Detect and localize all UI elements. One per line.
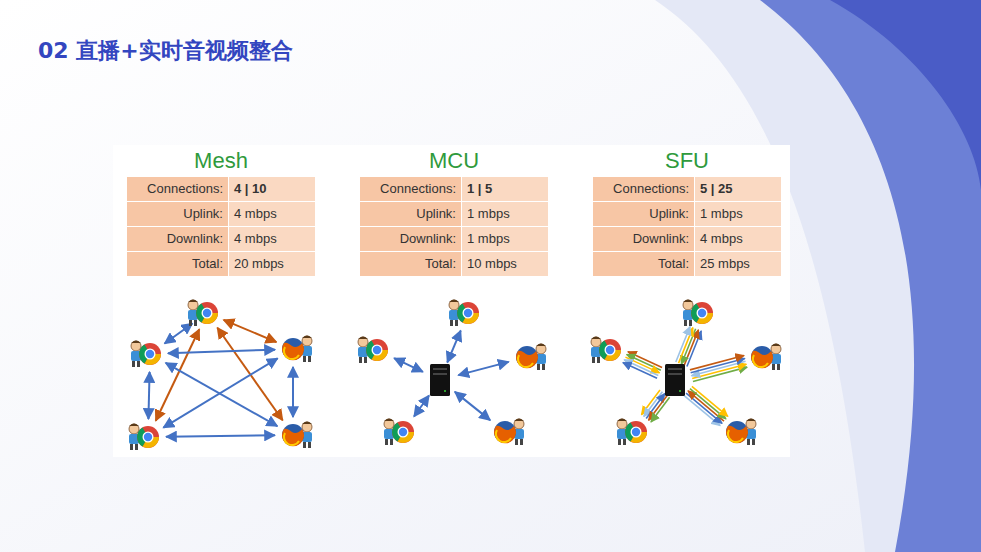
table-label: Downlink: [360, 227, 461, 251]
arrow-line [292, 367, 294, 417]
client [449, 300, 479, 327]
table-value: 1 mbps [462, 202, 548, 226]
arrow-line [163, 358, 277, 427]
client [617, 419, 647, 446]
panel-title: SFU [593, 148, 781, 174]
arrow-line [676, 327, 690, 362]
chrome-icon [392, 421, 414, 443]
firefox-icon [751, 346, 773, 368]
table-value: 10 mbps [462, 252, 548, 276]
firefox-icon [282, 338, 304, 360]
arrow-line [679, 328, 693, 363]
chrome-icon [599, 339, 621, 361]
panel-title: Mesh [127, 148, 315, 174]
server-icon [430, 364, 450, 396]
table-value: 1 | 5 [462, 177, 548, 201]
client-icons [129, 300, 781, 451]
table-value: 5 | 25 [695, 177, 781, 201]
table-value: 4 | 10 [229, 177, 315, 201]
table-label: Connections: [360, 177, 461, 201]
table-label: Total: [593, 252, 694, 276]
table-label: Total: [127, 252, 228, 276]
image-panel [113, 145, 790, 457]
firefox-icon [516, 346, 538, 368]
arrow-line [625, 357, 659, 373]
slide-title: 02 直播+实时音视频整合 [38, 36, 293, 66]
firefox-icon [726, 421, 748, 443]
arrow-line [458, 362, 508, 375]
arrow-line [627, 354, 661, 370]
table-label: Total: [360, 252, 461, 276]
client [384, 419, 414, 446]
client [188, 300, 218, 327]
arrow-line [651, 397, 670, 422]
firefox-icon [494, 421, 516, 443]
client [494, 419, 524, 446]
arrow-line [686, 393, 722, 423]
chrome-icon [196, 302, 218, 324]
chrome-icon [625, 421, 647, 443]
table-value: 4 mbps [229, 227, 315, 251]
table-value: 4 mbps [695, 227, 781, 251]
table-value: 1 mbps [462, 227, 548, 251]
arrow-line [394, 358, 423, 372]
server-icon [665, 364, 685, 396]
table-value: 4 mbps [229, 202, 315, 226]
panel-title: MCU [360, 148, 548, 174]
arrow-line [156, 329, 200, 420]
arrow-line [681, 329, 695, 364]
arrow-line [455, 392, 490, 420]
arrow-line [690, 389, 726, 419]
client [726, 419, 756, 446]
client [683, 300, 713, 327]
table-value: 20 mbps [229, 252, 315, 276]
table-label: Connections: [593, 177, 694, 201]
table-label: Downlink: [593, 227, 694, 251]
arrow-line [684, 396, 720, 426]
arrow-line [691, 361, 745, 375]
table-label: Uplink: [593, 202, 694, 226]
arrow-line [691, 358, 745, 372]
table-value: 25 mbps [695, 252, 781, 276]
connection-arrows [148, 320, 747, 437]
arrow-line [624, 360, 658, 376]
arrow-line [166, 435, 275, 437]
table-value: 1 mbps [695, 202, 781, 226]
table-label: Uplink: [127, 202, 228, 226]
client [131, 341, 161, 368]
arrow-line [414, 395, 429, 416]
chrome-icon [457, 302, 479, 324]
client [358, 337, 388, 364]
arrow-line [148, 372, 149, 419]
table-label: Connections: [127, 177, 228, 201]
firefox-icon [282, 424, 304, 446]
client [751, 344, 781, 371]
client [516, 344, 546, 371]
arrow-line [165, 324, 193, 344]
arrow-line [447, 331, 460, 363]
client [282, 422, 312, 449]
chrome-icon [139, 343, 161, 365]
arrow-line [623, 363, 657, 379]
arrow-line [690, 356, 744, 370]
table-label: Uplink: [360, 202, 461, 226]
arrow-line [168, 350, 275, 354]
client [129, 424, 159, 451]
client [282, 336, 312, 363]
client [591, 337, 621, 364]
chrome-icon [137, 426, 159, 448]
table-label: Downlink: [127, 227, 228, 251]
arrow-line [649, 395, 668, 420]
arrow-line [692, 386, 728, 416]
chrome-icon [366, 339, 388, 361]
arrow-line [224, 320, 277, 342]
arrow-line [688, 391, 724, 421]
mid-curve [760, 0, 981, 552]
chrome-icon [691, 302, 713, 324]
arrow-line [628, 352, 662, 368]
dark-curve [830, 0, 981, 190]
